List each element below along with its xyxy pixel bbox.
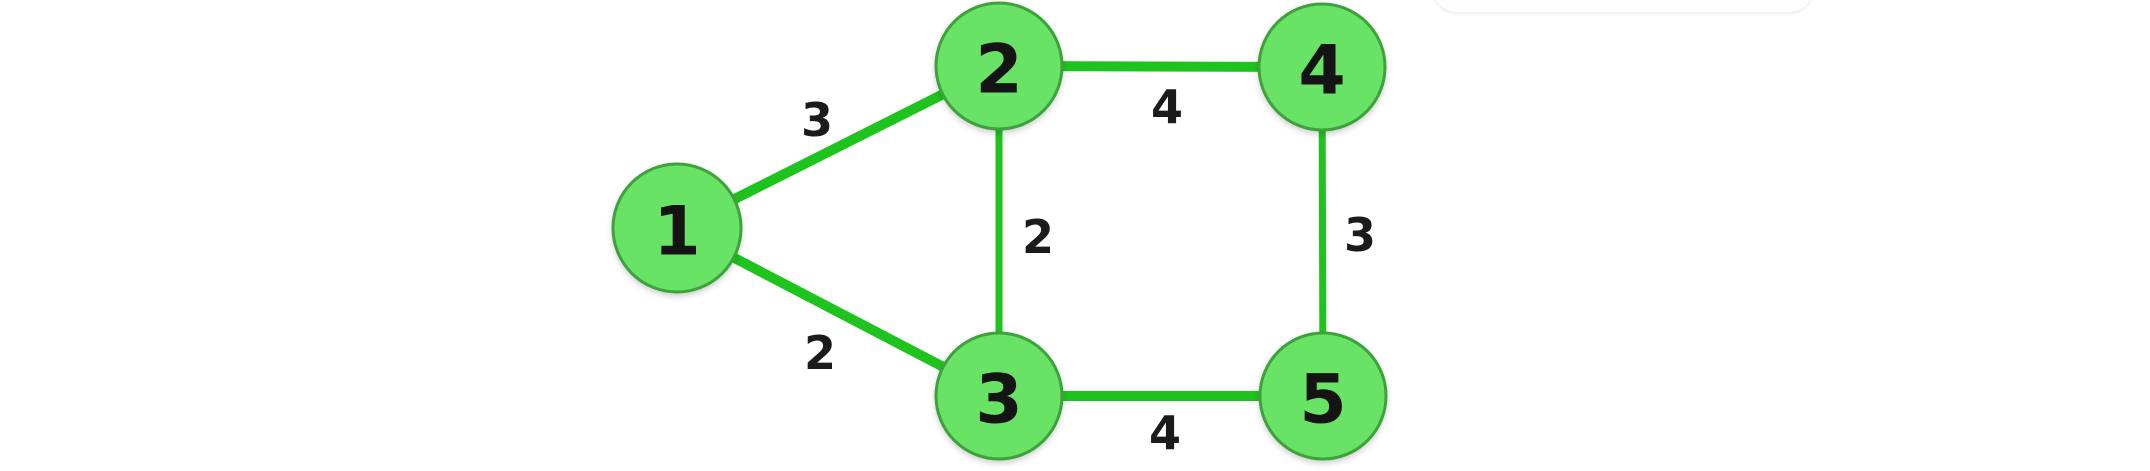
edge-weight-label-4-5: 3 (1344, 208, 1376, 262)
graph-node-3 (934, 331, 1064, 461)
edge-weight-label-2-4: 4 (1151, 80, 1183, 134)
graph-node-1 (611, 162, 743, 294)
cropped-panel-edge (1432, 0, 1814, 14)
graph-node-label-1: 1 (653, 193, 700, 272)
edge-weight-label-2-3: 2 (1022, 210, 1054, 264)
edge-weight-label-1-3: 2 (804, 326, 836, 380)
graph-node-label-3: 3 (975, 361, 1022, 440)
edge-weight-label-1-2: 3 (801, 93, 833, 147)
edge-weight-label-3-5: 4 (1149, 406, 1181, 460)
graph-node-2 (934, 1, 1064, 131)
graph-node-label-2: 2 (975, 31, 1022, 110)
graph-node-label-5: 5 (1299, 361, 1346, 440)
graph-node-4 (1257, 2, 1387, 132)
graph-node-5 (1258, 331, 1388, 461)
graph-node-label-4: 4 (1298, 32, 1345, 111)
